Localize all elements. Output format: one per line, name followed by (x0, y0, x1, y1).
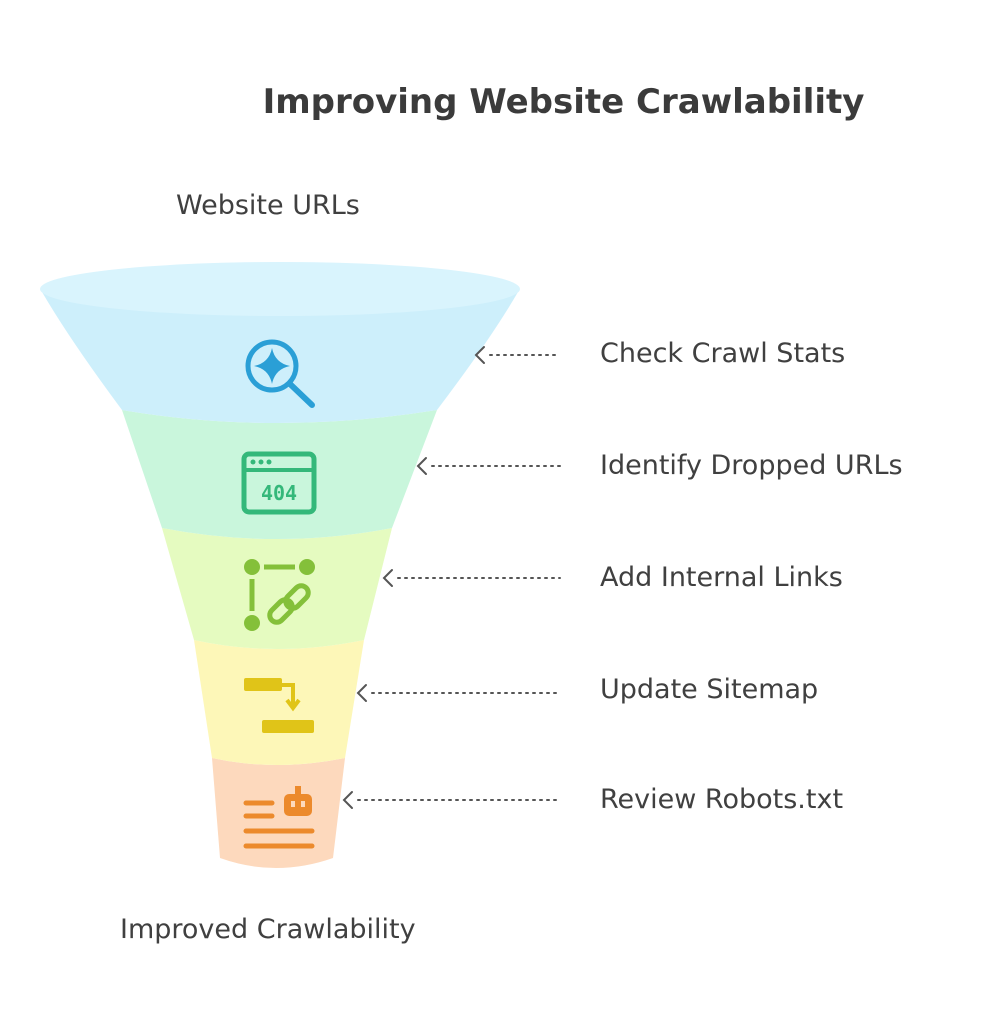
funnel-stage-5 (212, 758, 345, 868)
link-nodes-icon (244, 559, 315, 631)
stage-1-label: Check Crawl Stats (600, 338, 846, 369)
stage-2-label: Identify Dropped URLs (600, 450, 903, 481)
funnel-stage-2 (122, 410, 437, 539)
funnel-rim (40, 262, 520, 316)
sitemap-flow-icon (244, 678, 314, 733)
icon-404-text: 404 (261, 481, 297, 505)
funnel-stage-3 (162, 528, 392, 649)
search-sparkle-icon (245, 339, 315, 408)
funnel-stage-4 (194, 640, 364, 765)
stage-5-label: Review Robots.txt (600, 784, 844, 815)
arrow-stage-3 (382, 569, 561, 587)
stage-4-label: Update Sitemap (600, 674, 819, 705)
error-404-icon: 404 (241, 451, 317, 515)
funnel-input-label: Website URLs (176, 190, 360, 221)
arrow-stage-1 (474, 346, 561, 364)
funnel-stage-1 (42, 292, 518, 423)
diagram-title: Improving Website Crawlability (262, 82, 865, 122)
funnel-output-label: Improved Crawlability (120, 914, 416, 945)
arrow-stage-4 (356, 684, 561, 702)
arrow-stage-2 (416, 457, 561, 475)
stage-3-label: Add Internal Links (600, 562, 843, 593)
robot-document-icon (243, 786, 315, 849)
arrow-stage-5 (342, 791, 561, 809)
